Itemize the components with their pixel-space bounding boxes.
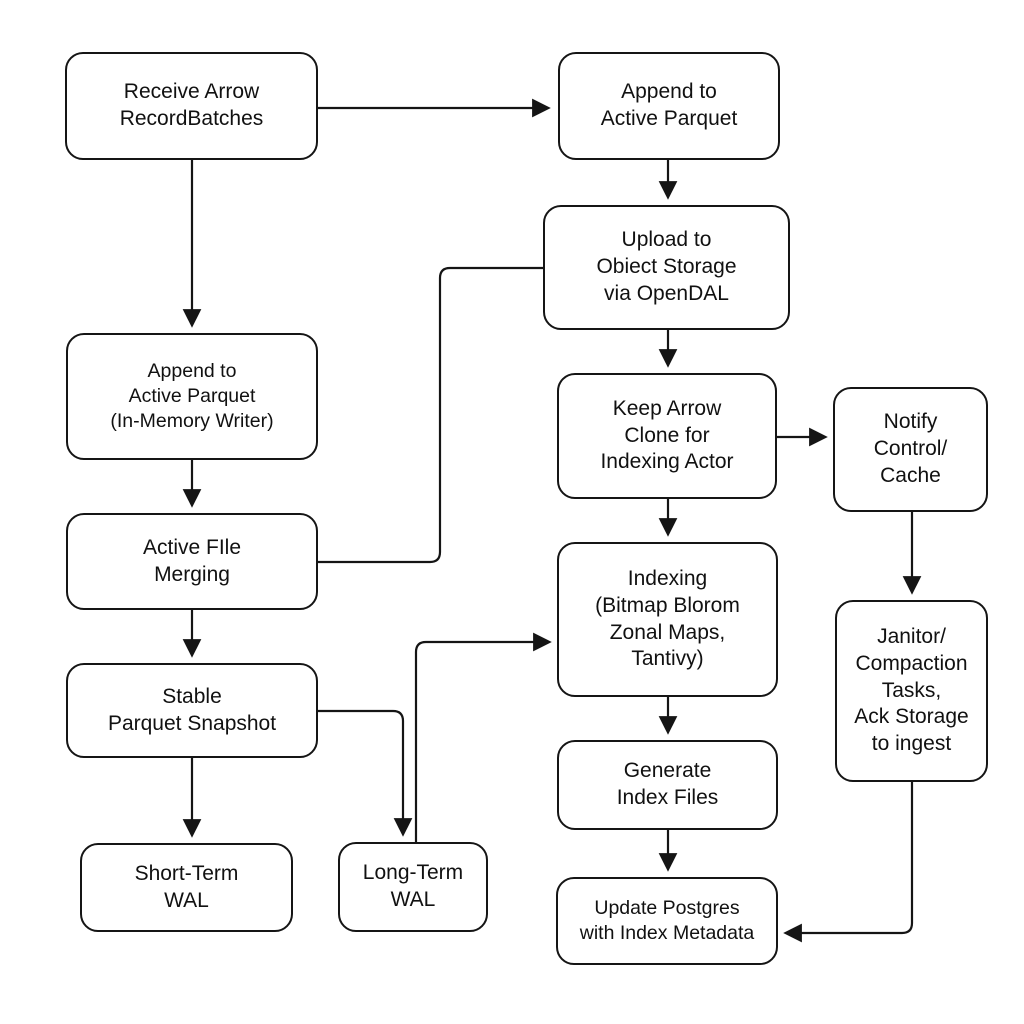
node-label: Janitor/ Compaction Tasks, Ack Storage t… <box>854 624 969 756</box>
node-update-postgres-index-metadata: Update Postgres with Index Metadata <box>556 877 778 965</box>
node-indexing: Indexing (Bitmap Blorom Zonal Maps, Tant… <box>557 542 778 697</box>
node-label: Append to Active Parquet <box>600 80 738 130</box>
node-label: Short-Term WAL <box>134 861 239 912</box>
edge-janitor-to-update <box>783 782 914 943</box>
edge-longwal-to-indexing <box>414 632 552 842</box>
node-generate-index-files: Generate Index Files <box>557 740 778 830</box>
node-label: Active FIle Merging <box>142 535 242 586</box>
node-label: Stable Parquet Snapshot <box>107 684 277 735</box>
node-long-term-wal: Long-Term WAL <box>338 842 488 932</box>
node-receive-arrow-recordbatches: Receive Arrow RecordBatches <box>65 52 318 160</box>
node-label: Append to Active Parquet (In-Memory Writ… <box>110 360 274 432</box>
node-label: Indexing (Bitmap Blorom Zonal Maps, Tant… <box>595 566 740 671</box>
edge-merge-to-upload <box>318 266 543 564</box>
node-label: Generate Index Files <box>616 759 719 809</box>
edge-stable-to-longwal <box>318 709 413 837</box>
node-label: Keep Arrow Clone for Indexing Actor <box>600 396 734 474</box>
node-janitor-compaction-tasks: Janitor/ Compaction Tasks, Ack Storage t… <box>835 600 988 782</box>
node-label: Notify Control/ Cache <box>873 410 948 487</box>
node-keep-arrow-clone: Keep Arrow Clone for Indexing Actor <box>557 373 777 499</box>
node-active-file-merging: Active FIle Merging <box>66 513 318 610</box>
node-label: Long-Term WAL <box>362 861 464 911</box>
node-label: Receive Arrow RecordBatches <box>119 80 264 130</box>
node-append-to-active-parquet: Append to Active Parquet <box>558 52 780 160</box>
node-label: Upload to Obiect Storage via OpenDAL <box>596 228 737 305</box>
node-label: Update Postgres with Index Metadata <box>579 897 755 944</box>
node-stable-parquet-snapshot: Stable Parquet Snapshot <box>66 663 318 758</box>
node-notify-control-cache: Notify Control/ Cache <box>833 387 988 512</box>
node-short-term-wal: Short-Term WAL <box>80 843 293 932</box>
node-append-to-active-parquet-in-memory: Append to Active Parquet (In-Memory Writ… <box>66 333 318 460</box>
node-upload-to-object-storage: Upload to Obiect Storage via OpenDAL <box>543 205 790 330</box>
